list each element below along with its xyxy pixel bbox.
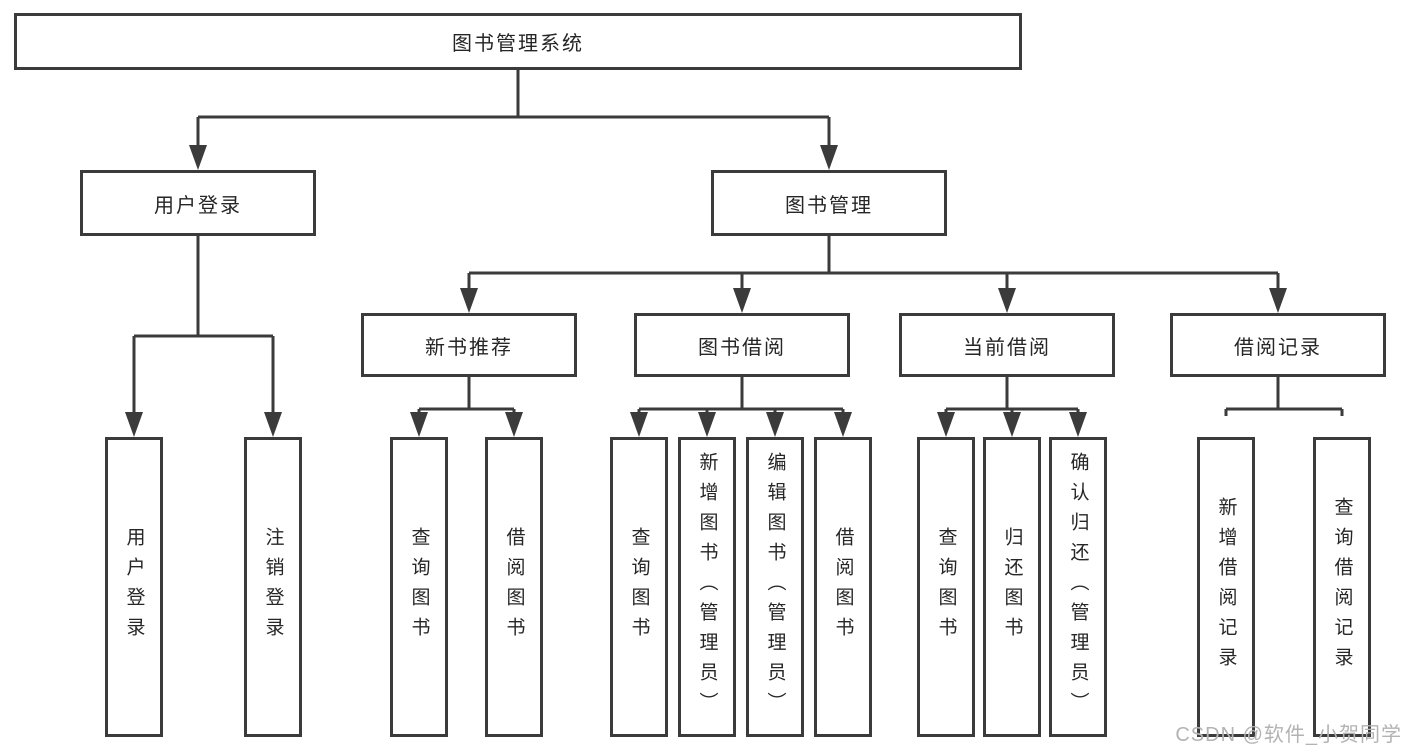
node-book-borrowing: 图书借阅 [634, 313, 850, 377]
node-leaf-confirm-return-admin: 确认归还（管理员） [1049, 437, 1107, 737]
node-new-book-recommendation: 新书推荐 [361, 313, 577, 377]
node-user-login: 用户登录 [80, 170, 316, 236]
node-leaf-borrow-books: 借阅图书 [814, 437, 872, 737]
node-leaf-borrow-books-rec: 借阅图书 [485, 437, 543, 737]
node-leaf-query-books-current: 查询图书 [917, 437, 975, 737]
node-leaf-add-books-admin: 新增图书（管理员） [678, 437, 736, 737]
node-library-management-system: 图书管理系统 [14, 13, 1022, 70]
node-borrowing-records: 借阅记录 [1170, 313, 1386, 377]
node-leaf-query-books-rec: 查询图书 [390, 437, 448, 737]
node-leaf-add-borrow-record: 新增借阅记录 [1197, 437, 1255, 737]
node-leaf-query-books-borrow: 查询图书 [610, 437, 668, 737]
node-leaf-user-login: 用户登录 [105, 437, 163, 737]
node-leaf-edit-books-admin: 编辑图书（管理员） [746, 437, 804, 737]
csdn-watermark: CSDN @软件_小贺同学 [1175, 724, 1402, 746]
node-leaf-logout: 注销登录 [244, 437, 302, 737]
node-current-borrowing: 当前借阅 [899, 313, 1115, 377]
node-leaf-query-borrow-record: 查询借阅记录 [1313, 437, 1371, 737]
node-leaf-return-books: 归还图书 [983, 437, 1041, 737]
node-book-management: 图书管理 [711, 170, 947, 236]
